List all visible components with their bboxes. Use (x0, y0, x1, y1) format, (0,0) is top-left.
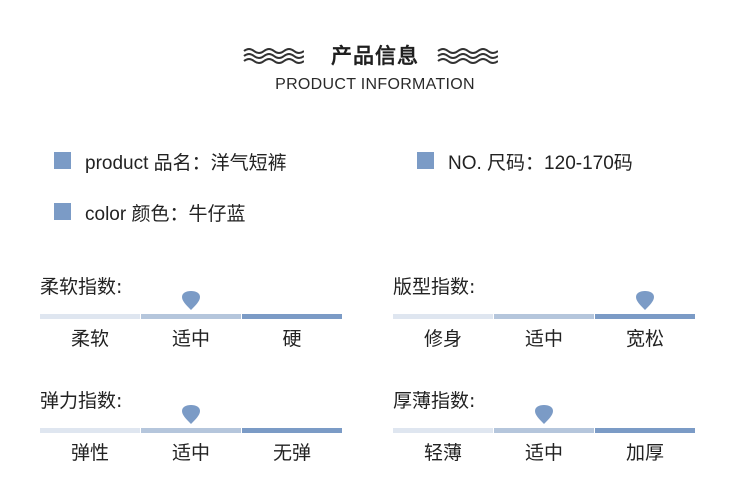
scale-label: 版型指数: (393, 276, 476, 298)
scale-bar-segment (141, 314, 241, 319)
page-subtitle: PRODUCT INFORMATION (275, 76, 475, 93)
product-name-text: product 品名：洋气短裤 (85, 153, 287, 174)
scale-option: 硬 (282, 328, 302, 350)
scale-indicator-icon (636, 291, 654, 310)
scale-option: 修身 (423, 328, 462, 350)
scale-bar-segment (595, 428, 695, 433)
size-text: NO. 尺码：120-170码 (448, 153, 633, 174)
scale-indicator-icon (182, 405, 200, 424)
scale-bar-segment (242, 428, 342, 433)
color-text: color 颜色：牛仔蓝 (85, 204, 246, 225)
scale-option: 柔软 (70, 328, 109, 350)
scale-bar-segment (595, 314, 695, 319)
scale-option: 弹性 (70, 442, 109, 464)
scale-label: 柔软指数: (40, 276, 123, 298)
scale-option: 适中 (524, 328, 563, 350)
scale-option: 适中 (524, 442, 563, 464)
scale-bar-segment (40, 314, 140, 319)
scale-bar-segment (494, 314, 594, 319)
section-header: 产品信息 PRODUCT INFORMATION (0, 40, 750, 100)
bullet-square-icon (54, 203, 71, 220)
scale-bar-segment (393, 314, 493, 319)
wave-decoration-right-icon (437, 48, 498, 64)
scale-bar-segment (393, 428, 493, 433)
scale-option: 加厚 (625, 442, 664, 464)
scale-option: 适中 (171, 328, 210, 350)
bullet-square-icon (54, 152, 71, 169)
scale-bar-segment (141, 428, 241, 433)
scale-option: 适中 (171, 442, 210, 464)
wave-decoration-left-icon (243, 48, 304, 64)
scale-indicator-icon (182, 291, 200, 310)
scale-label: 弹力指数: (40, 390, 123, 412)
scale-option: 无弹 (272, 442, 311, 464)
scale-indicator-icon (535, 405, 553, 424)
scale-bar-segment (40, 428, 140, 433)
scale-label: 厚薄指数: (393, 390, 476, 412)
scale-bar-segment (242, 314, 342, 319)
scale-option: 轻薄 (423, 442, 462, 464)
page-title: 产品信息 (331, 44, 419, 68)
scale-option: 宽松 (625, 328, 664, 350)
bullet-square-icon (417, 152, 434, 169)
scale-bar-segment (494, 428, 594, 433)
